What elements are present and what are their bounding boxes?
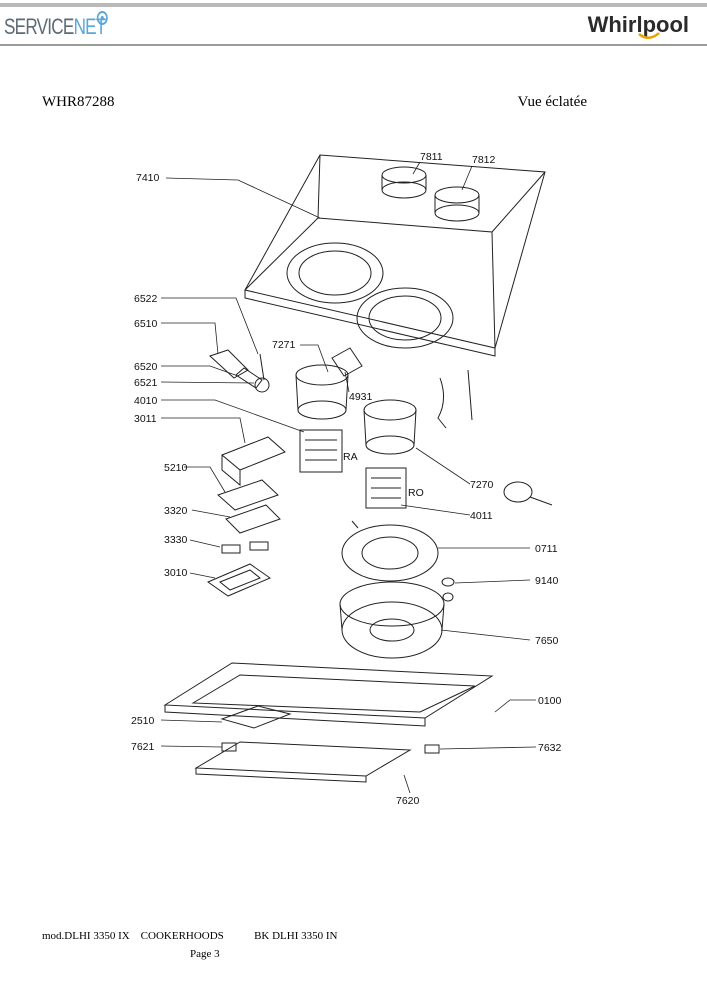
clip-7632 [424,744,440,754]
power-cord [437,369,473,429]
part-label: 7271 [272,339,296,351]
lamp-holder-6510 [209,349,249,379]
leader-lines [160,161,537,794]
footer-model-line: mod.DLHI 3350 IX COOKERHOODS BK DLHI 335… [42,930,337,942]
carbon-filter-7620 [194,741,412,783]
header-rule [0,44,707,46]
control-board-5210 [217,479,279,511]
part-label: 6521 [134,377,158,389]
part-labels: 7410 7811 7812 6522 6510 7271 6520 6521 … [131,151,562,807]
part-label: 7620 [396,795,420,807]
part-label: 9140 [535,575,559,587]
part-label: 7632 [538,742,562,754]
blower-wheel-7271 [295,364,349,420]
switch-housing-3011 [221,436,286,487]
gear-icon [96,11,108,25]
grease-filter-cylinder-7650 [339,581,445,659]
whirlpool-logo: Whirlpool [587,12,689,39]
bracket-4931 [331,347,363,377]
part-label: 5210 [164,462,188,474]
view-title: Vue éclatée [517,94,587,110]
part-label: 3320 [164,505,188,517]
footer-bk: BK DLHI 3350 IN [254,930,338,942]
filter-mat-2510 [220,705,292,729]
part-label: 4011 [470,510,493,522]
part-label: 7812 [472,154,496,166]
motor-label-ra: RA [343,451,358,463]
exploded-view-diagram: 7410 7811 7812 6522 6510 7271 6520 6521 … [131,151,562,807]
motor-4011 [365,467,407,509]
servicenet-logo-service: SERVICE [4,14,74,39]
part-label: 0711 [535,543,558,555]
part-label: 6520 [134,361,158,373]
part-label: 7650 [535,635,559,647]
lamp-6520 [235,367,270,393]
whirlpool-logo-text: Whirlpool [587,12,689,37]
top-rule [0,3,707,7]
screw-6522 [259,353,265,381]
part-label: 4010 [134,395,158,407]
part-label: 6510 [134,318,158,330]
nut-9140 [441,577,455,602]
part-label: 2510 [131,715,155,727]
part-label: 7410 [136,172,160,184]
part-label: 3011 [134,413,157,425]
motor-plate-0711 [341,520,439,582]
part-label: 4931 [349,391,373,403]
hood-housing [244,154,546,357]
part-label: 7270 [470,479,494,491]
servicenet-logo: SERVICENET [4,11,108,40]
control-panel-3010 [206,563,272,597]
part-label: 3010 [164,567,188,579]
motor-4010 [299,429,343,473]
footer-model: mod.DLHI 3350 IX COOKERHOODS [42,930,224,942]
clip-7621 [221,742,237,752]
part-label: 6522 [134,293,158,305]
model-number: WHR87288 [42,94,115,110]
swirl-icon [637,32,660,39]
control-board-3320 [225,504,281,534]
part-label: 0100 [538,695,562,707]
top-banner: SERVICENET Whirlpool [0,0,707,48]
part-label: 7811 [420,151,443,163]
duct-collar-7812 [434,186,480,222]
footer-page: Page 3 [190,948,220,960]
motor-label-ro: RO [408,487,424,499]
part-label: 7621 [131,741,155,753]
capacitor-7270-part [503,481,553,506]
part-label: 3330 [164,534,188,546]
blower-wheel-7270 [363,399,417,455]
duct-collar-7811 [381,166,427,199]
bottom-frame-0100 [163,662,494,727]
key-pad-3330 [221,541,269,554]
